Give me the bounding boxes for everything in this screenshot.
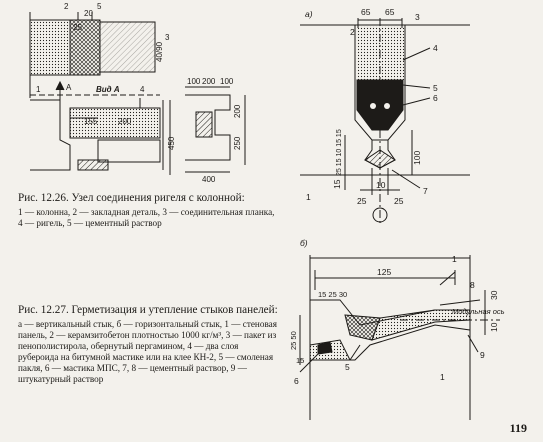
caption-fig-12-27-title: Рис. 12.27. Герметизация и утепление сты…: [18, 304, 278, 316]
caption-fig-12-26-body: 1 — колонна, 2 — закладная деталь, 3 — с…: [18, 207, 275, 228]
fig-b-dim-250: 250: [233, 136, 242, 150]
joint-a-dim-65a: 65: [361, 7, 371, 17]
joint-b-dim-25-50: 25 50: [289, 331, 298, 350]
fig-label-4: 4: [140, 85, 145, 94]
fig-arrow-a: A: [66, 83, 72, 92]
fig-dim-25: 25: [73, 23, 82, 32]
joint-b-label-1b: 1: [440, 372, 445, 382]
page-number: 119: [509, 421, 527, 435]
joint-b-dim-30: 30: [489, 290, 499, 300]
joint-b-dim-15: 15: [296, 356, 304, 365]
joint-b-label-1a: 1: [452, 254, 457, 264]
joint-b-label-9: 9: [480, 350, 485, 360]
joint-a-label-5: 5: [433, 83, 438, 93]
joint-b-label-8: 8: [470, 280, 475, 290]
joint-a-dim-15: 15: [332, 179, 342, 189]
fig-b-dim-100a: 100: [187, 77, 201, 86]
fig-dim-20: 20: [84, 9, 93, 18]
fig-label-5: 5: [97, 2, 102, 11]
fig-dim-200: 200: [118, 117, 132, 126]
figure-12-26-node: [29, 12, 246, 175]
joint-a-label-7: 7: [423, 186, 428, 196]
figure-12-27a-vertical-joint: [300, 18, 470, 225]
caption-fig-12-26: Рис. 12.26. Узел соединения ригеля с кол…: [18, 192, 280, 229]
joint-a-label-2: 2: [350, 27, 355, 37]
fig-b-dim-200: 200: [202, 77, 216, 86]
figure-12-27b-horizontal-joint: [299, 255, 500, 420]
joint-a-label-3: 3: [415, 12, 420, 22]
joint-b-dim-10: 10: [489, 322, 499, 332]
joint-a-dim-100: 100: [412, 151, 422, 165]
fig-label-2: 2: [64, 2, 69, 11]
fig-dim-450: 450: [167, 136, 176, 150]
joint-a-label-4: 4: [433, 43, 438, 53]
caption-fig-12-26-title: Рис. 12.26. Узел соединения ригеля с кол…: [18, 192, 245, 204]
joint-b-label-6: 6: [294, 376, 299, 386]
joint-b-dim-15-25-30: 15 25 30: [318, 290, 347, 299]
joint-a-dim-25a: 25: [357, 196, 367, 206]
fig-label-3: 3: [165, 33, 170, 42]
joint-b-axis-label: Модульная ось: [452, 307, 505, 316]
caption-fig-12-27: Рис. 12.27. Герметизация и утепление сты…: [18, 304, 280, 385]
fig-view-a: Вид А: [96, 85, 120, 94]
joint-a-label-1: 1: [306, 192, 311, 202]
joint-a-label-6: 6: [433, 93, 438, 103]
joint-b-label: б): [300, 238, 308, 248]
fig-b-dim-100b: 100: [220, 77, 234, 86]
joint-a-dim-stack: 25 15 10 15 15: [336, 129, 343, 176]
joint-a-dim-65b: 65: [385, 7, 395, 17]
joint-a-dim-10: 10: [376, 180, 386, 190]
joint-a-label: а): [305, 9, 313, 19]
fig-b-dim-200v: 200: [233, 104, 242, 118]
caption-fig-12-27-body: а — вертикальный стык, б — горизонтальны…: [18, 319, 277, 384]
figure-12-27a-labels: а) 65 65 2 3 4 5 6 7 1 25 25 10 15 100 2…: [305, 7, 438, 206]
fig-label-1: 1: [36, 85, 41, 94]
joint-a-dim-25b: 25: [394, 196, 404, 206]
fig-dim-40-90: 40/90: [155, 41, 164, 62]
joint-b-dim-125: 125: [377, 267, 391, 277]
fig-b-dim-400: 400: [202, 175, 216, 184]
joint-b-label-5: 5: [345, 362, 350, 372]
figure-12-26-labels: 2 5 25 20 3 40/90 1 A Вид А 4 155 200 45…: [36, 2, 242, 184]
fig-dim-155: 155: [84, 117, 98, 126]
figure-12-27b-labels: б) 1 1 8 9 6 5 125 15 25 30 25 50 15 30 …: [289, 238, 505, 386]
